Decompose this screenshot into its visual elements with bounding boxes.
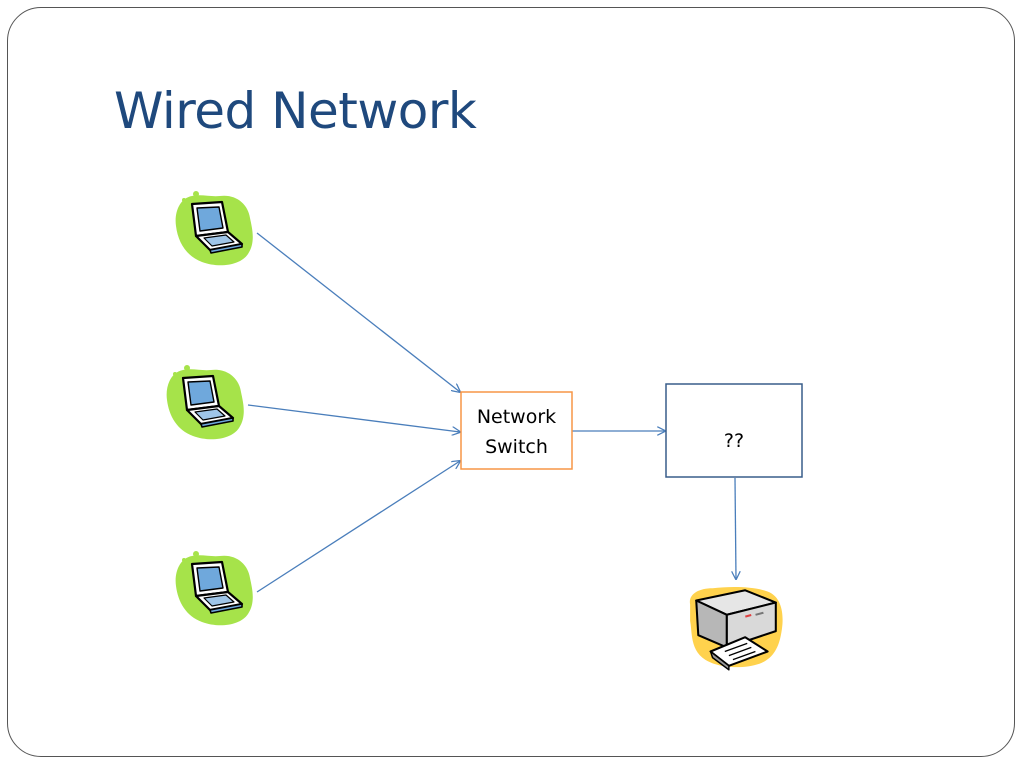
connector-laptop-top-to-switch bbox=[256, 232, 460, 392]
printer-icon bbox=[688, 586, 784, 671]
unknown-device-node: ?? bbox=[665, 383, 803, 478]
laptop-icon bbox=[174, 190, 254, 267]
network-switch-label-line1: Network bbox=[477, 406, 556, 428]
slide-title: Wired Network bbox=[114, 82, 477, 140]
network-switch-node: Network Switch bbox=[460, 391, 573, 470]
network-switch-label-line2: Switch bbox=[485, 436, 548, 458]
connector-laptop-bottom-to-switch bbox=[256, 461, 460, 593]
connector-device-to-printer bbox=[735, 477, 736, 579]
laptop-icon bbox=[165, 364, 245, 441]
laptop-icon bbox=[174, 550, 254, 627]
unknown-device-label: ?? bbox=[724, 430, 744, 452]
connector-laptop-middle-to-switch bbox=[247, 404, 460, 432]
